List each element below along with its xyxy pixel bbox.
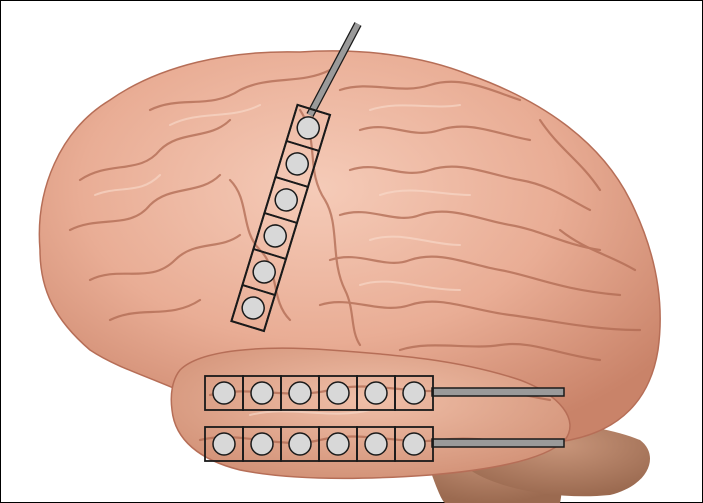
lower-electrode-contact-4 bbox=[327, 433, 349, 455]
upper-strip-lead-wire bbox=[432, 388, 564, 396]
upper-electrode-contact-4 bbox=[327, 382, 349, 404]
brain-model bbox=[39, 51, 660, 503]
lower-electrode-contact-3 bbox=[289, 433, 311, 455]
upper-electrode-contact-1 bbox=[213, 382, 235, 404]
upper-electrode-contact-2 bbox=[251, 382, 273, 404]
lower-electrode-contact-5 bbox=[365, 433, 387, 455]
lower-electrode-contact-6 bbox=[403, 433, 425, 455]
upper-electrode-contact-6 bbox=[403, 382, 425, 404]
lower-strip-lead-wire bbox=[432, 439, 564, 447]
upper-electrode-contact-3 bbox=[289, 382, 311, 404]
lower-electrode-contact-2 bbox=[251, 433, 273, 455]
lower-electrode-contact-1 bbox=[213, 433, 235, 455]
upper-electrode-contact-5 bbox=[365, 382, 387, 404]
